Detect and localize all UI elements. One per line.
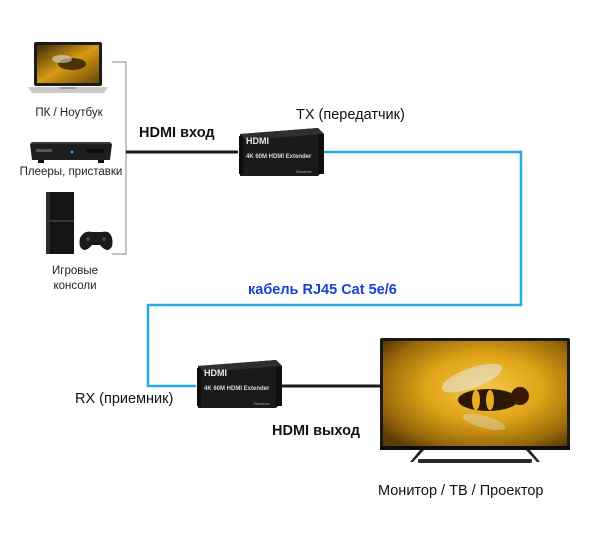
tx-small-text: Receiver <box>296 169 312 174</box>
rx-extender-box: HDMI 4K 60M HDMI Extender Receiver <box>197 360 282 408</box>
rj45-cable <box>146 150 523 388</box>
tx-extender-box: HDMI 4K 60M HDMI Extender Receiver <box>239 128 324 176</box>
tx-hdmi-logo: HDMI <box>246 136 269 146</box>
game-console-icon <box>46 192 113 254</box>
tx-label: TX (передатчик) <box>296 107 405 123</box>
display-label: Монитор / ТВ / Проектор <box>378 483 544 499</box>
console-label-line1: Игровые <box>51 265 99 277</box>
tv-icon <box>380 338 570 463</box>
rx-hdmi-logo: HDMI <box>204 368 227 378</box>
hdmi-output-label: HDMI выход <box>272 423 360 439</box>
rx-small-text: Receiver <box>254 401 270 406</box>
media-player-icon <box>30 142 112 163</box>
cable-label: кабель RJ45 Cat 5e/6 <box>248 282 397 298</box>
rx-label: RX (приемник) <box>75 391 174 407</box>
hdmi-input-label: HDMI вход <box>139 125 215 141</box>
source-bracket <box>112 61 127 255</box>
rx-model-text: 4K 60M HDMI Extender <box>204 386 270 392</box>
console-label: Игровые консоли <box>30 264 120 294</box>
player-label: Плееры, приставки <box>19 166 123 178</box>
console-label-line2: консоли <box>53 280 97 292</box>
laptop-icon <box>28 42 108 93</box>
laptop-label: ПК / Ноутбук <box>35 107 103 119</box>
tx-model-text: 4K 60M HDMI Extender <box>246 154 312 160</box>
